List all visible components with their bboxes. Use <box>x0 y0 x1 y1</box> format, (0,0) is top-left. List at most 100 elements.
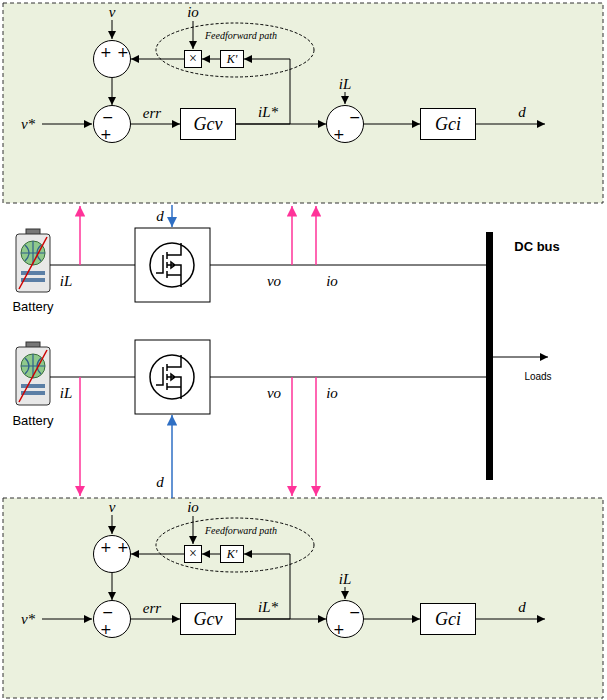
voltage-controller: Gcv <box>180 108 236 140</box>
signal-label: d <box>518 600 526 615</box>
multiplier-block: × <box>184 50 202 68</box>
bus-label: DC bus <box>514 240 560 253</box>
signal-label: io <box>326 274 338 289</box>
load-label: Loads <box>524 372 551 382</box>
signal-connector <box>131 554 184 555</box>
block-text: Feedforward path <box>205 526 277 536</box>
line-shape <box>50 377 135 378</box>
converter-switch <box>135 340 210 414</box>
line-shape <box>171 415 173 498</box>
control-panel <box>3 3 603 203</box>
signal-connector <box>131 59 184 60</box>
battery-icon <box>16 342 50 405</box>
gain-block: K' <box>220 50 244 68</box>
signal-label: iL <box>339 77 352 92</box>
block-text: × <box>189 547 197 561</box>
signal-label: io <box>187 5 199 20</box>
summing-junction: ++ <box>93 535 131 573</box>
signal-label: d <box>518 105 526 120</box>
summing-junction: −+ <box>326 105 364 143</box>
sign-text: + <box>100 540 112 554</box>
block-text: K' <box>227 548 238 560</box>
battery-icon <box>16 229 50 292</box>
line-shape <box>291 377 293 496</box>
summing-junction: −+ <box>93 600 131 638</box>
signal-label: iL <box>60 274 73 289</box>
summing-junction: −+ <box>93 105 131 143</box>
signal-label: d <box>156 475 164 490</box>
reference-label: v* <box>21 117 35 132</box>
ellipse-outline <box>156 518 314 572</box>
signal-label: io <box>326 386 338 401</box>
multiplier-block: × <box>184 545 202 563</box>
signal-connector <box>131 619 180 620</box>
signal-connector <box>236 554 290 619</box>
current-controller: Gci <box>420 603 476 635</box>
line-shape <box>171 205 173 227</box>
battery-label: Battery <box>12 414 53 427</box>
block-text: K' <box>227 53 238 65</box>
signal-label: io <box>187 500 199 515</box>
signal-connector <box>202 59 220 60</box>
signal-label: err <box>143 106 161 121</box>
line-shape <box>315 206 317 265</box>
line-shape <box>493 357 548 358</box>
signal-label: iL <box>60 386 73 401</box>
line-shape <box>79 377 81 496</box>
current-controller: Gci <box>420 108 476 140</box>
summing-junction: ++ <box>93 40 131 78</box>
signal-connector <box>236 59 290 124</box>
sign-text: − <box>102 110 114 124</box>
converter-switch <box>135 228 210 302</box>
sign-text: + <box>100 622 112 636</box>
ellipse-outline <box>156 23 314 77</box>
reference-label: v* <box>21 612 35 627</box>
block-text: Feedforward path <box>205 31 277 41</box>
control-panel <box>3 498 603 698</box>
signal-label: vo <box>267 386 281 401</box>
sign-text: − <box>102 605 114 619</box>
signal-label: vo <box>267 274 281 289</box>
signal-label: iL* <box>258 105 278 120</box>
signal-label: iL* <box>258 600 278 615</box>
signal-connector <box>112 78 113 105</box>
sign-text: + <box>333 622 345 636</box>
line-shape <box>210 377 487 378</box>
block-text: Gcv <box>194 610 223 628</box>
line-shape <box>210 265 487 266</box>
signal-label: v <box>109 5 116 20</box>
line-shape <box>50 265 135 266</box>
voltage-controller: Gcv <box>180 603 236 635</box>
signal-connector <box>112 573 113 600</box>
summing-junction: −+ <box>326 600 364 638</box>
sign-text: + <box>117 45 129 59</box>
sign-text: + <box>100 45 112 59</box>
signal-connector <box>364 124 420 125</box>
signal-connector <box>364 619 420 620</box>
feedforward-region: Feedforward path × K' <box>155 517 315 573</box>
line-shape <box>291 206 293 265</box>
sign-text: − <box>349 605 361 619</box>
block-text: × <box>189 52 197 66</box>
gain-block: K' <box>220 545 244 563</box>
sign-text: + <box>117 540 129 554</box>
dc-bus-bar <box>486 232 493 480</box>
line-shape <box>79 206 81 265</box>
signal-label: iL <box>339 572 352 587</box>
block-text: Gci <box>435 610 461 628</box>
sign-text: + <box>333 127 345 141</box>
battery-label: Battery <box>12 300 53 313</box>
signal-label: err <box>143 601 161 616</box>
signal-connector <box>131 124 180 125</box>
block-text: Gcv <box>194 115 223 133</box>
signal-label: v <box>109 500 116 515</box>
sign-text: + <box>100 127 112 141</box>
signal-label: d <box>156 209 164 224</box>
feedforward-region: Feedforward path × K' <box>155 22 315 78</box>
signal-connector <box>202 554 220 555</box>
block-text: Gci <box>435 115 461 133</box>
line-shape <box>315 377 317 496</box>
sign-text: − <box>349 110 361 124</box>
